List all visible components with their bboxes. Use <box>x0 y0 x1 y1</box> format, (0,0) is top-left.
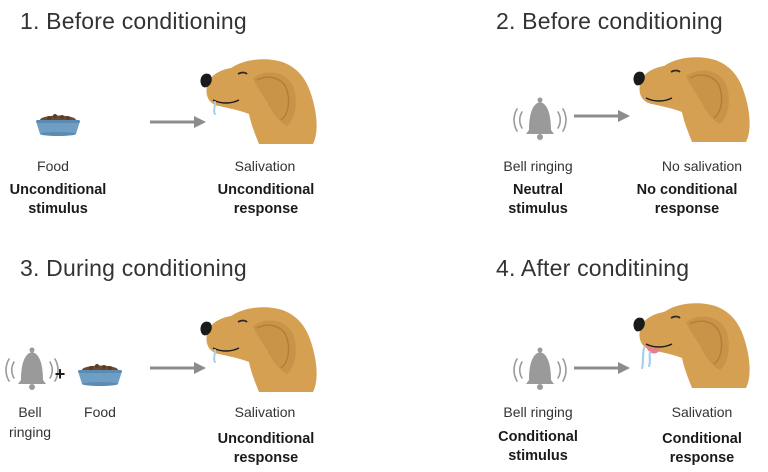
panel-1-title: 1. Before conditioning <box>20 8 247 34</box>
panel-1-response-type: Unconditional response <box>217 182 315 217</box>
arrow-right-icon <box>572 108 632 124</box>
food-bowl-icon <box>78 364 122 386</box>
panel-1-stimulus-type: Unconditional stimulus <box>9 182 107 217</box>
panel-2-stimulus-type: Neutral stimulus <box>508 182 568 217</box>
plus-sign: + <box>54 364 66 384</box>
food-bowl-icon <box>36 114 80 136</box>
dog-head-icon <box>199 58 318 145</box>
drool-icon <box>213 349 216 363</box>
panel-2-title: 2. Before conditioning <box>496 8 723 34</box>
panel-3-title: 3. During conditioning <box>20 255 247 281</box>
dog-head-icon <box>199 306 318 393</box>
arrow-right-icon <box>572 360 632 376</box>
panel-3-response-type: Unconditional response <box>217 431 315 466</box>
drool-icon <box>213 101 216 115</box>
drool-icon <box>640 346 646 370</box>
panel-1-stimulus-label: Food <box>37 158 69 174</box>
panel-3-stimulus-label-b: Food <box>84 404 116 420</box>
panel-2-response-type: No conditional response <box>636 182 738 217</box>
panel-2-response-label: No salivation <box>661 158 743 174</box>
dog-head-icon <box>632 56 751 143</box>
panel-1-response-label: Salivation <box>234 158 296 174</box>
dog-head-icon <box>632 302 751 389</box>
panel-2-stimulus-label: Bell ringing <box>503 158 573 174</box>
bell-ringing-icon <box>513 96 567 141</box>
bell-ringing-icon <box>513 346 567 391</box>
panel-3-response-label: Salivation <box>234 404 296 420</box>
panel-4-response-label: Salivation <box>671 404 733 420</box>
panel-4-stimulus-label: Bell ringing <box>503 404 573 420</box>
panel-4-stimulus-type: Conditional stimulus <box>498 429 578 464</box>
panel-4-title: 4. After conditining <box>496 255 690 281</box>
panel-3-stimulus-label-a: Bell ringing <box>8 404 52 440</box>
panel-4-response-type: Conditional response <box>662 431 742 466</box>
